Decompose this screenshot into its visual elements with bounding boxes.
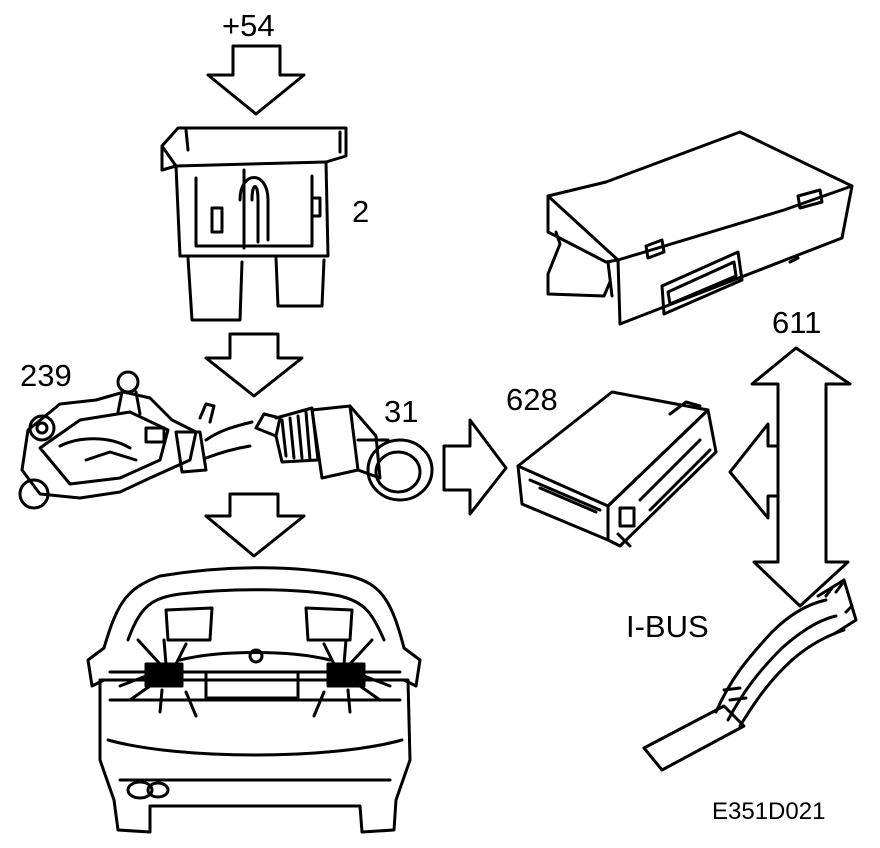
figure-code-label: E351D021 xyxy=(712,798,826,825)
sensor-31-icon xyxy=(254,404,434,502)
switch-239-label: 239 xyxy=(20,358,72,393)
sensor-to-module-arrow-icon xyxy=(442,418,508,516)
module-628-label: 628 xyxy=(506,382,558,417)
car-rear-icon xyxy=(86,566,422,834)
fuse-feed-label: +54 xyxy=(222,8,275,43)
switch-239-icon xyxy=(18,370,254,510)
fuse-number-label: 2 xyxy=(352,194,370,229)
bus-name-label: I-BUS xyxy=(626,609,709,644)
feed-arrow-icon xyxy=(206,44,306,116)
central-unit-611-label: 611 xyxy=(772,305,822,340)
central-unit-611-icon xyxy=(546,130,854,326)
bus-double-arrow-icon xyxy=(750,346,852,608)
bus-connector-icon xyxy=(642,578,858,772)
bus-to-module-arrow-icon xyxy=(728,422,780,520)
fuse-icon xyxy=(160,126,348,322)
module-628-icon xyxy=(516,390,718,548)
sensor-31-label: 31 xyxy=(384,394,419,429)
switch-to-lamps-arrow-icon xyxy=(204,492,306,558)
fuse-to-switch-arrow-icon xyxy=(204,332,304,398)
